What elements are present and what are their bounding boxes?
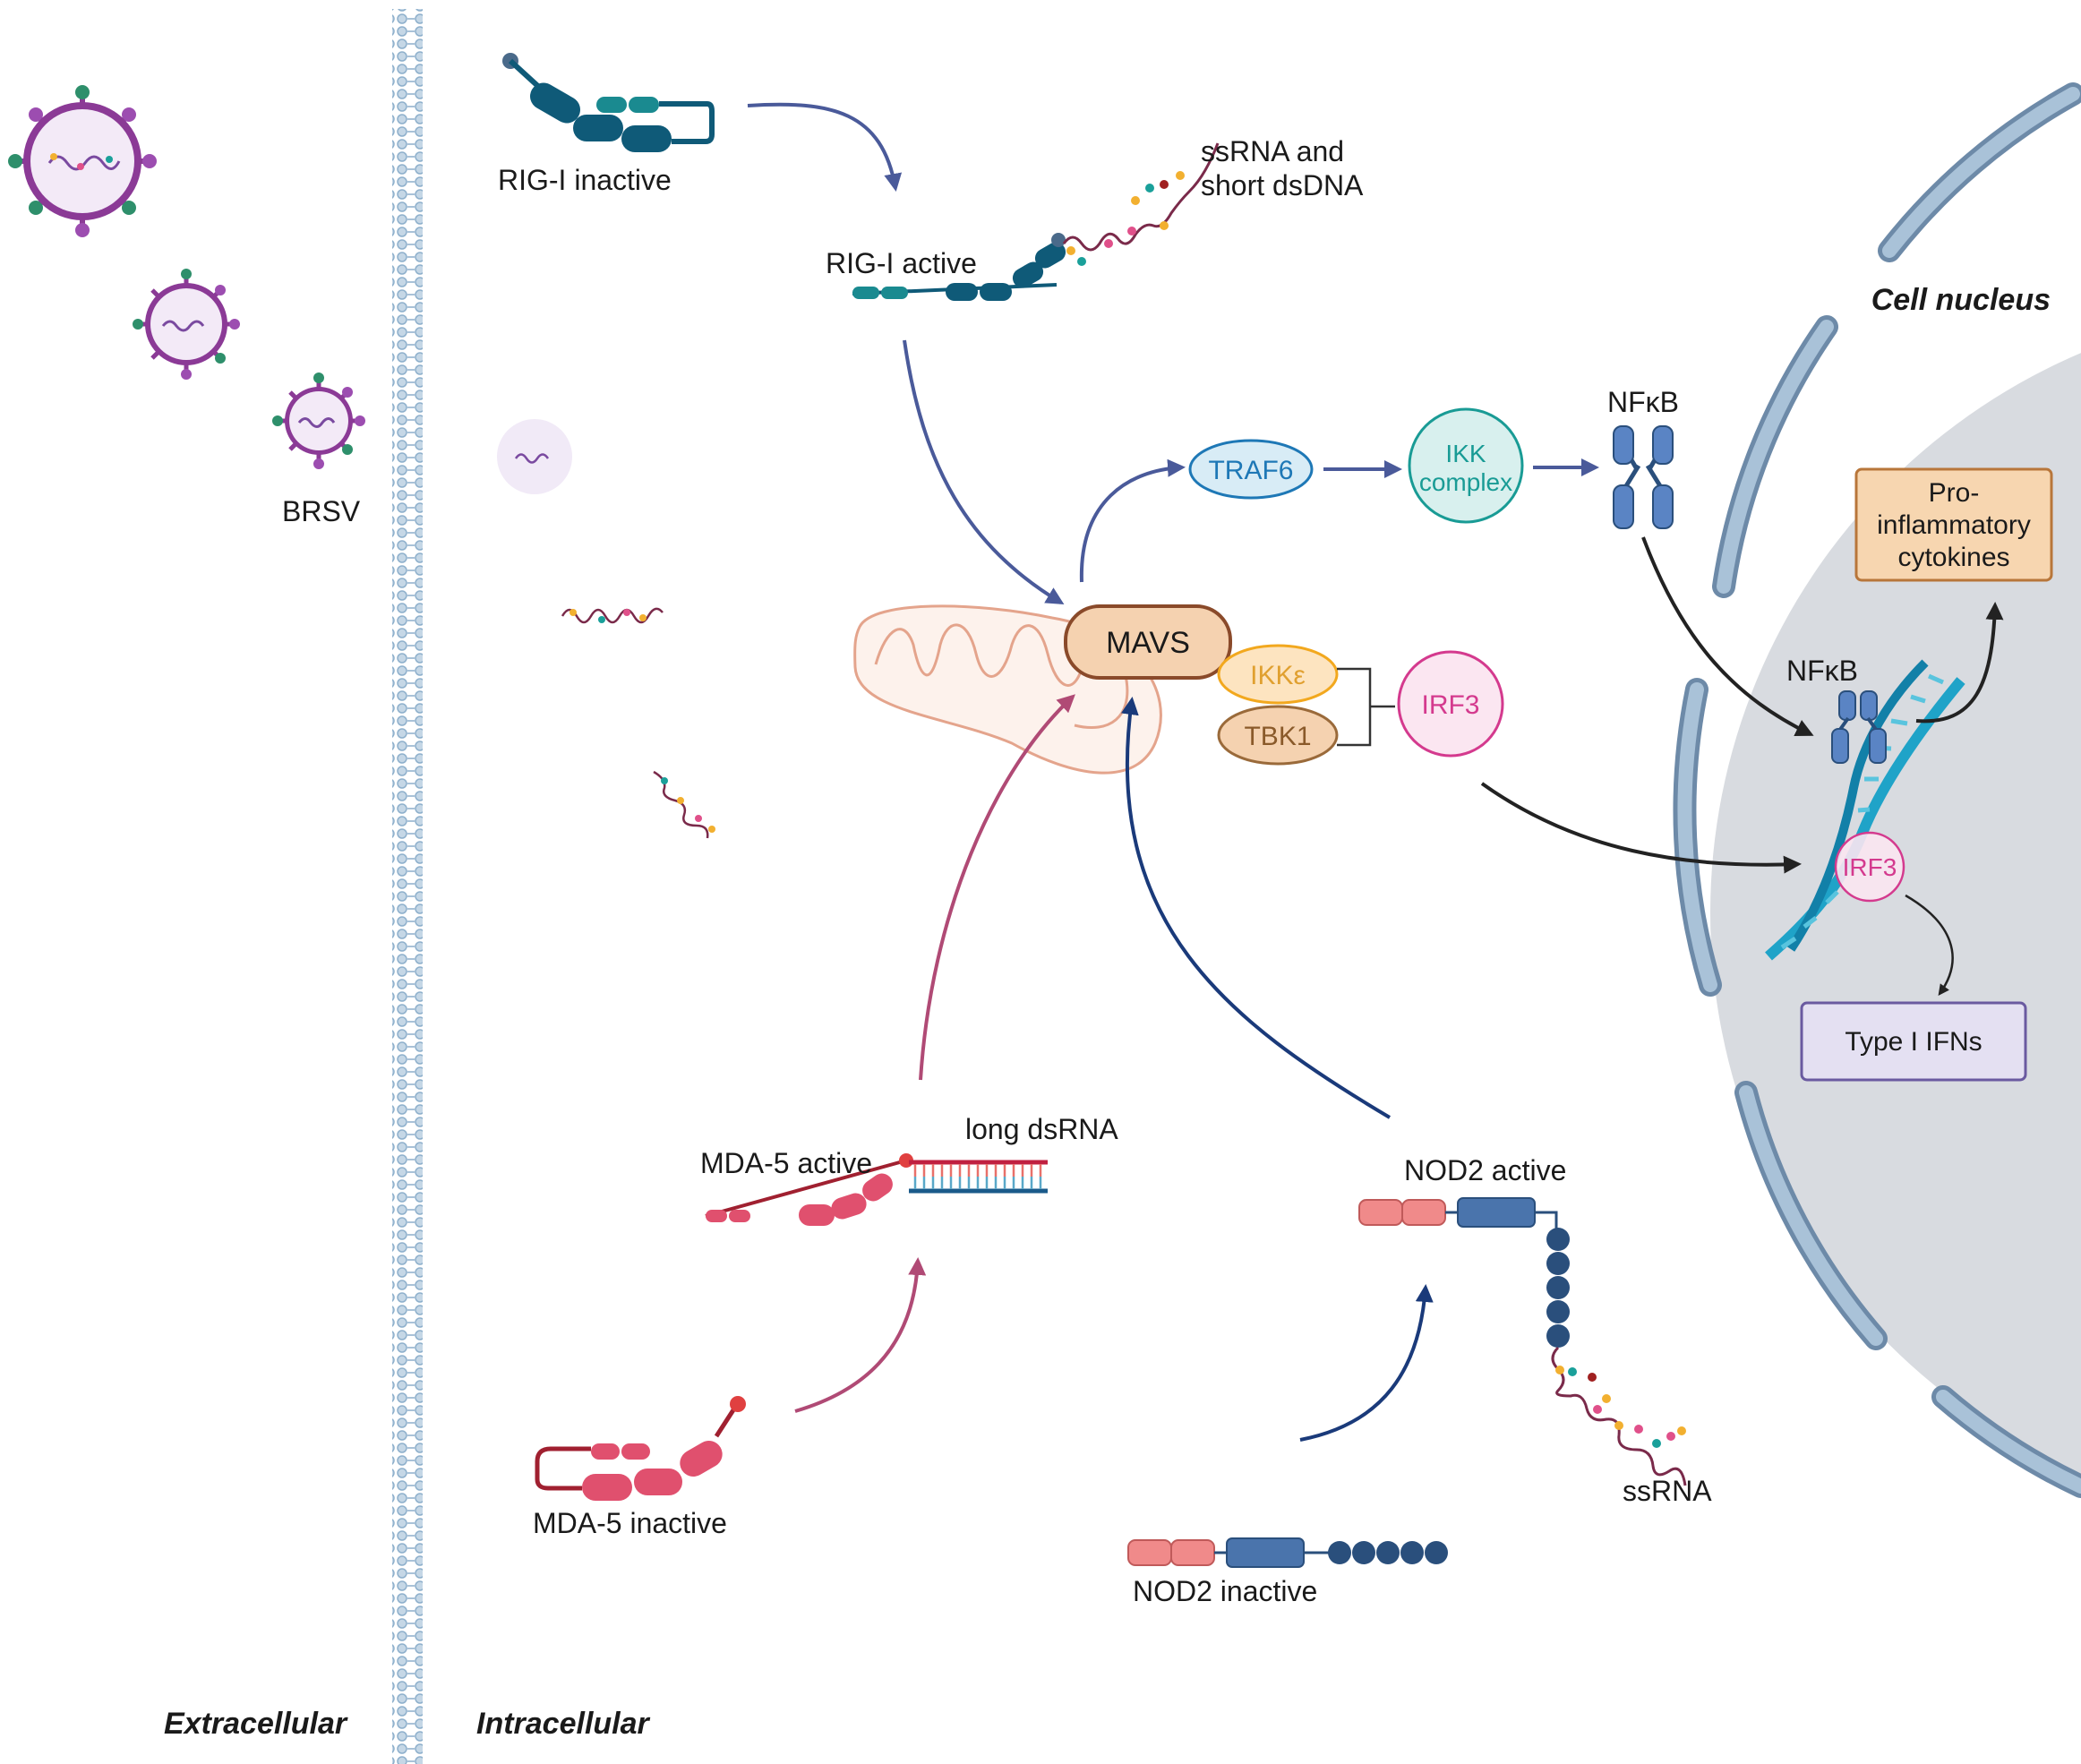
nfkb-label: NFκB bbox=[1607, 386, 1679, 418]
arrow-mavs-to-traf6 bbox=[1079, 458, 1186, 583]
nod2-active-label: NOD2 active bbox=[1404, 1154, 1566, 1186]
uncoated-virion bbox=[497, 419, 572, 494]
intracellular-label: Intracellular bbox=[476, 1707, 651, 1741]
arrow-nfkb-to-dna bbox=[1641, 536, 1814, 736]
traf6-node: TRAF6 bbox=[1188, 439, 1314, 500]
arrow-nod2-inactive-to-active bbox=[1299, 1284, 1434, 1442]
rig-i-inactive-label: RIG-I inactive bbox=[498, 164, 672, 196]
nfkb-dimer bbox=[1613, 425, 1674, 529]
cell-nucleus-label: Cell nucleus bbox=[1871, 283, 2051, 317]
type-i-ifns-box: Type I IFNs bbox=[1800, 1001, 2027, 1082]
irf3-node: IRF3 bbox=[1397, 650, 1504, 758]
rig-i-inactive bbox=[502, 53, 715, 152]
irf3-nuclear-node: IRF3 bbox=[1834, 831, 1905, 903]
arrow-irf3-to-ifns bbox=[1905, 894, 1954, 997]
tbk1-label: TBK1 bbox=[1244, 722, 1311, 751]
nod2-active bbox=[1358, 1197, 1570, 1348]
nfkb-dimer-nuclear bbox=[1831, 690, 1887, 764]
ssrna-strand bbox=[1551, 1346, 1687, 1486]
pro-inflammatory-cytokines-box: Pro- inflammatory cytokines bbox=[1854, 467, 2053, 582]
arrow-rig-active-to-mavs bbox=[903, 339, 1065, 605]
ikke-node: IKKε bbox=[1217, 644, 1339, 705]
extracellular-label: Extracellular bbox=[164, 1707, 348, 1741]
arrow-mda5-inactive-to-active bbox=[794, 1257, 927, 1413]
brsv-virus-large bbox=[8, 85, 157, 237]
mda5-active-label: MDA-5 active bbox=[700, 1147, 872, 1179]
ssrna-short-dsdna-label-2: short dsDNA bbox=[1201, 169, 1364, 201]
viral-rna-strand bbox=[653, 770, 715, 839]
ssrna-short-dsdna bbox=[1062, 142, 1220, 266]
tbk1-node: TBK1 bbox=[1217, 705, 1339, 766]
brsv-virus-small bbox=[272, 372, 365, 469]
ikk-label-1: IKK bbox=[1445, 440, 1486, 467]
arrow-nod2-active-to-mavs bbox=[1120, 697, 1392, 1119]
ikk-label-2: complex bbox=[1419, 468, 1512, 496]
type-ifn-label: Type I IFNs bbox=[1845, 1027, 1982, 1057]
cell-nucleus: Cell nucleus bbox=[1673, 82, 2081, 1498]
ikke-tbk1-bracket bbox=[1337, 667, 1395, 747]
nfkb-nuclear-label: NFκB bbox=[1786, 655, 1858, 687]
nod2-inactive-label: NOD2 inactive bbox=[1133, 1575, 1317, 1607]
viral-rna-strand bbox=[561, 607, 664, 624]
brsv-label: BRSV bbox=[282, 495, 361, 527]
ikke-label: IKKε bbox=[1250, 661, 1306, 690]
traf6-label: TRAF6 bbox=[1208, 456, 1293, 485]
mda5-inactive-label: MDA-5 inactive bbox=[533, 1507, 727, 1539]
pro-label-2: inflammatory bbox=[1877, 510, 2031, 540]
arrow-irf3-to-dna bbox=[1480, 782, 1802, 874]
nod2-inactive bbox=[1127, 1537, 1448, 1568]
irf3-nuclear-label: IRF3 bbox=[1843, 853, 1897, 881]
long-dsrna bbox=[909, 1160, 1048, 1194]
pro-label-3: cytokines bbox=[1897, 543, 2009, 572]
brsv-virus-medium bbox=[133, 269, 240, 380]
ssrna-label: ssRNA bbox=[1623, 1475, 1712, 1507]
cell-membrane bbox=[392, 9, 423, 1764]
mavs-label: MAVS bbox=[1106, 626, 1190, 660]
rig-i-active bbox=[852, 233, 1066, 301]
mavs-node: MAVS bbox=[1064, 604, 1232, 680]
arrow-rig-inactive-to-active bbox=[747, 102, 903, 192]
arrow-mda5-active-to-mavs bbox=[919, 694, 1075, 1081]
long-dsrna-label: long dsRNA bbox=[965, 1113, 1118, 1145]
arrow-dna-to-cytokines bbox=[1915, 602, 2004, 724]
rig-i-active-label: RIG-I active bbox=[826, 247, 977, 279]
ssrna-short-dsdna-label-1: ssRNA and bbox=[1201, 135, 1344, 167]
pro-label-1: Pro- bbox=[1929, 478, 1980, 508]
irf3-label: IRF3 bbox=[1421, 690, 1479, 720]
ikk-complex-node: IKK complex bbox=[1408, 407, 1524, 524]
mda5-inactive bbox=[535, 1396, 746, 1501]
mda5-active bbox=[705, 1153, 913, 1226]
